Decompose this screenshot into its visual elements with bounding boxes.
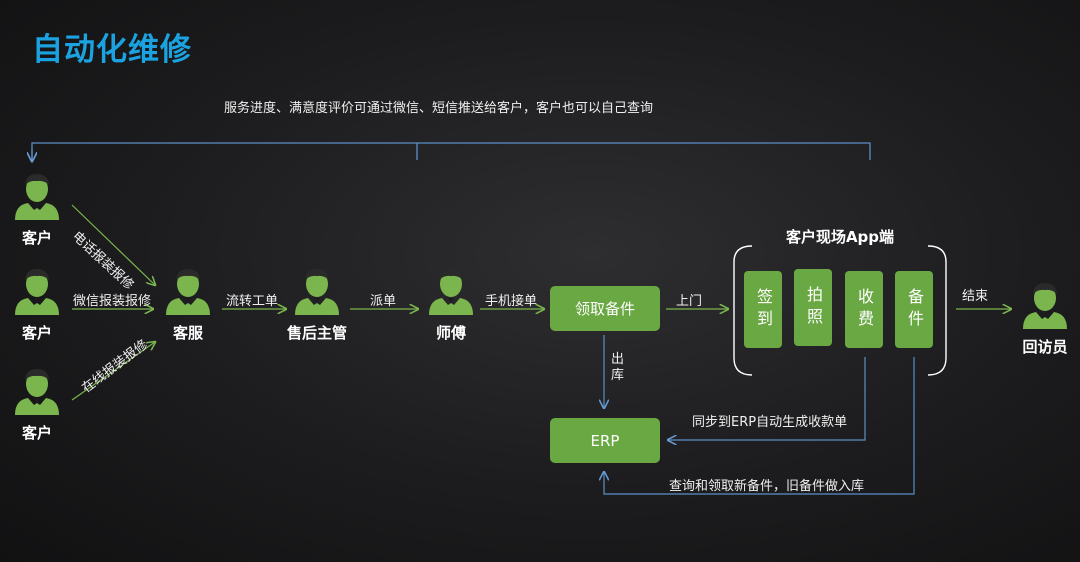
label-onsite: 上门 bbox=[676, 294, 703, 309]
person-icon bbox=[1023, 283, 1067, 329]
arrow-sync bbox=[668, 357, 866, 440]
role-manager: 售后主管 bbox=[287, 268, 350, 343]
customer-3: 客户 bbox=[12, 368, 62, 443]
app-item-parts: 备件 bbox=[895, 271, 933, 348]
arrow-online bbox=[71, 342, 155, 401]
sync-note: 同步到ERP自动生成收款单 bbox=[692, 415, 848, 430]
pickup-parts-box: 领取备件 bbox=[550, 286, 660, 331]
erp-box: ERP bbox=[550, 418, 660, 463]
role-technician: 师傅 bbox=[426, 268, 476, 343]
label-finish: 结束 bbox=[962, 289, 989, 304]
customer-label: 客户 bbox=[21, 324, 52, 342]
arrow-phone bbox=[71, 204, 155, 285]
customer-label: 客户 bbox=[21, 424, 52, 442]
person-icon bbox=[166, 269, 210, 315]
app-panel-bracket bbox=[733, 245, 753, 376]
notice-bracket bbox=[31, 142, 871, 160]
person-icon bbox=[429, 269, 473, 315]
role-label: 售后主管 bbox=[286, 324, 347, 342]
app-item-checkin: 签到 bbox=[744, 271, 782, 348]
label-outbound: 出库 bbox=[611, 352, 625, 383]
app-item-charge: 收费 bbox=[845, 271, 883, 348]
person-icon bbox=[295, 269, 339, 315]
role-visitor: 回访员 bbox=[1020, 282, 1070, 357]
role-label: 回访员 bbox=[1022, 338, 1068, 356]
label-accept: 手机接单 bbox=[485, 294, 538, 309]
person-icon bbox=[15, 269, 59, 315]
customer-1: 客户 bbox=[12, 173, 62, 248]
label-transfer: 流转工单 bbox=[226, 294, 279, 309]
page-title: 自动化维修 bbox=[32, 32, 192, 68]
channel-wechat: 微信报装报修 bbox=[73, 294, 152, 309]
arrow-query bbox=[604, 357, 915, 495]
app-item-photo: 拍照 bbox=[794, 269, 832, 346]
customer-2: 客户 bbox=[12, 268, 62, 343]
label-dispatch: 派单 bbox=[370, 294, 397, 309]
notice-text: 服务进度、满意度评价可通过微信、短信推送给客户，客户也可以自己查询 bbox=[224, 101, 654, 116]
role-service: 客服 bbox=[163, 268, 213, 343]
role-label: 客服 bbox=[172, 324, 203, 342]
app-panel-title: 客户现场App端 bbox=[785, 228, 895, 246]
person-icon bbox=[15, 174, 59, 220]
customer-label: 客户 bbox=[21, 229, 52, 247]
role-label: 师傅 bbox=[435, 324, 466, 342]
query-note: 查询和领取新备件，旧备件做入库 bbox=[669, 479, 865, 494]
person-icon bbox=[15, 369, 59, 415]
